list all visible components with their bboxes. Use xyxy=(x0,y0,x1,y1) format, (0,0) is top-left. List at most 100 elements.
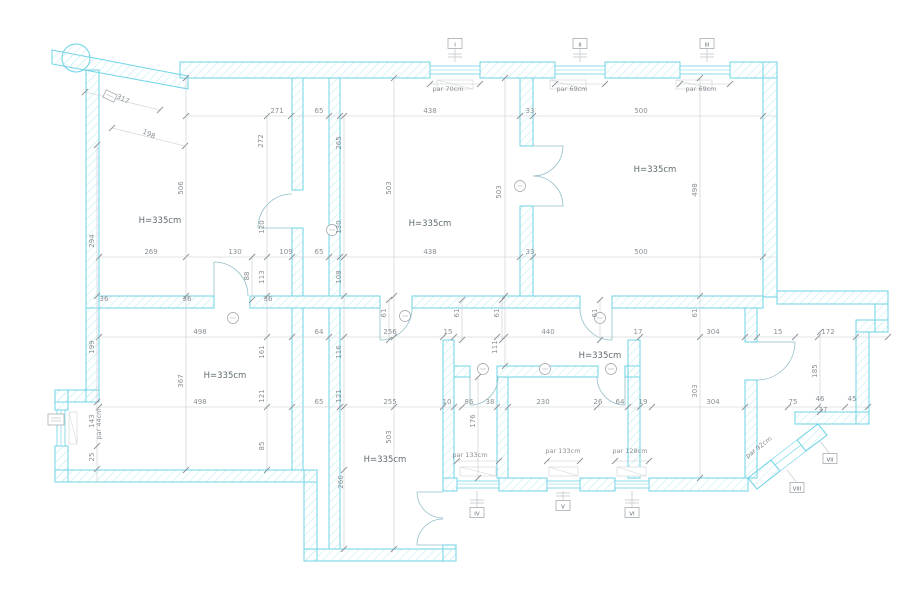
window-tag-label: IV xyxy=(474,512,480,518)
dimension-label: 61 xyxy=(591,309,599,318)
door-arc xyxy=(596,376,626,406)
dimension-label: 25 xyxy=(88,453,96,462)
dimension-label: 317 xyxy=(115,93,131,106)
dimension-label: 64 xyxy=(616,398,625,406)
window-tag-label: II xyxy=(578,43,582,49)
dimension-label: 503 xyxy=(385,181,393,194)
fixture-tag-circle xyxy=(399,310,411,322)
dimension-label: 269 xyxy=(144,248,157,256)
window-width-label: par 44cm xyxy=(95,408,103,439)
window-tag-label: I xyxy=(454,43,456,49)
double-door-arc xyxy=(532,145,564,177)
window-tag-II: II xyxy=(572,38,588,62)
dimension-label: 113 xyxy=(258,270,266,283)
window-IV xyxy=(456,480,500,489)
window-width-label: par 133cm xyxy=(452,451,487,459)
dimension-label: 255 xyxy=(383,398,396,406)
doors-layer xyxy=(213,145,796,546)
window-VI xyxy=(614,480,650,489)
dimension-label: 108 xyxy=(335,270,343,283)
fixture-tag-circle xyxy=(594,312,606,324)
dimension-label: 172 xyxy=(821,328,834,336)
window-tag-VIII: VIII xyxy=(786,469,805,493)
dimension-label: 61 xyxy=(493,309,501,318)
window-tag-label: VIII xyxy=(793,487,802,493)
dimension-label: 185 xyxy=(811,364,819,377)
dimension-label: 256 xyxy=(383,328,397,336)
dimension-label: 36 xyxy=(100,295,109,303)
door-arc xyxy=(469,376,499,406)
dimension-label: 65 xyxy=(315,398,324,406)
dimension-label: 120 xyxy=(258,220,266,233)
window-tag-VII: VII xyxy=(819,440,838,464)
dimension-label: 45 xyxy=(848,395,857,403)
dimension-label: 17 xyxy=(634,328,643,336)
dimension-label: 130 xyxy=(228,248,241,256)
dimension-label: 265 xyxy=(335,136,343,149)
dimension-label: 15 xyxy=(774,328,783,336)
room-height-label: H=335cm xyxy=(204,371,247,381)
dimension-label: 266 xyxy=(337,475,345,489)
dimension-label: 303 xyxy=(691,384,699,397)
dimension-label: 506 xyxy=(177,181,185,195)
dimension-label: 88 xyxy=(243,272,251,281)
dimension-label: 19 xyxy=(639,398,648,406)
dimension-label: 15 xyxy=(444,328,453,336)
entrance-door-arc xyxy=(416,518,444,546)
dimension-label: 503 xyxy=(385,430,393,443)
fixture-tag-circle xyxy=(227,312,239,324)
dimension-label: 500 xyxy=(634,107,647,115)
room-height-label: H=335cm xyxy=(634,165,677,175)
dimension-label: 75 xyxy=(789,398,798,406)
room-height-label: H=335cm xyxy=(139,216,182,226)
window-V xyxy=(546,480,581,489)
dimension-label: 272 xyxy=(257,134,265,147)
dimension-label: 64 xyxy=(315,328,324,336)
fixture-tag-circle xyxy=(605,363,617,375)
dimension-label: 33 xyxy=(526,107,535,115)
entrance-door-arc xyxy=(416,491,444,519)
dimension-label: 36 xyxy=(264,295,273,303)
dimension-label: 121 xyxy=(258,389,266,402)
dimension-label: 65 xyxy=(315,107,324,115)
double-door-arc xyxy=(532,175,564,207)
dimension-label: 33 xyxy=(526,248,535,256)
dimension-label: 367 xyxy=(177,374,185,387)
room-height-label: H=335cm xyxy=(409,219,452,229)
dimension-label: 116 xyxy=(335,345,343,359)
dimension-label: 85 xyxy=(258,442,266,451)
dimension-label: 199 xyxy=(88,340,96,353)
door-arc xyxy=(756,341,796,381)
window-tag-IV: IV xyxy=(469,491,485,518)
dimension-label: 46 xyxy=(816,395,825,403)
window-tag-label: V xyxy=(561,505,565,511)
left-window-tag-box xyxy=(47,413,65,426)
fixture-tag-circle xyxy=(514,180,526,192)
dimension-label: 26 xyxy=(594,398,603,406)
dimension-label: 38 xyxy=(486,398,495,406)
window-tag-label: III xyxy=(705,43,710,49)
dimension-label: 36 xyxy=(183,295,192,303)
dimension-label: 440 xyxy=(541,328,554,336)
window-tag-III: III xyxy=(699,38,715,62)
dimension-label: 61 xyxy=(691,309,699,318)
window-width-label: par 128cm xyxy=(612,447,647,455)
dimension-label: 176 xyxy=(469,414,477,428)
dimension-label: 498 xyxy=(691,183,699,196)
window-diagonal xyxy=(770,439,798,461)
door-arc xyxy=(213,261,249,297)
column-circle xyxy=(61,43,91,73)
dimension-label: 304 xyxy=(706,328,720,336)
window-tag-I: I xyxy=(447,38,463,62)
radiators xyxy=(68,79,713,477)
symbols-layer xyxy=(47,89,617,426)
window-tag-V: V xyxy=(555,491,571,511)
dimension-label: 304 xyxy=(706,398,720,406)
dimension-lines-layer xyxy=(81,74,892,553)
dimension-label: 230 xyxy=(536,398,549,406)
dimension-label: 86 xyxy=(465,398,474,406)
